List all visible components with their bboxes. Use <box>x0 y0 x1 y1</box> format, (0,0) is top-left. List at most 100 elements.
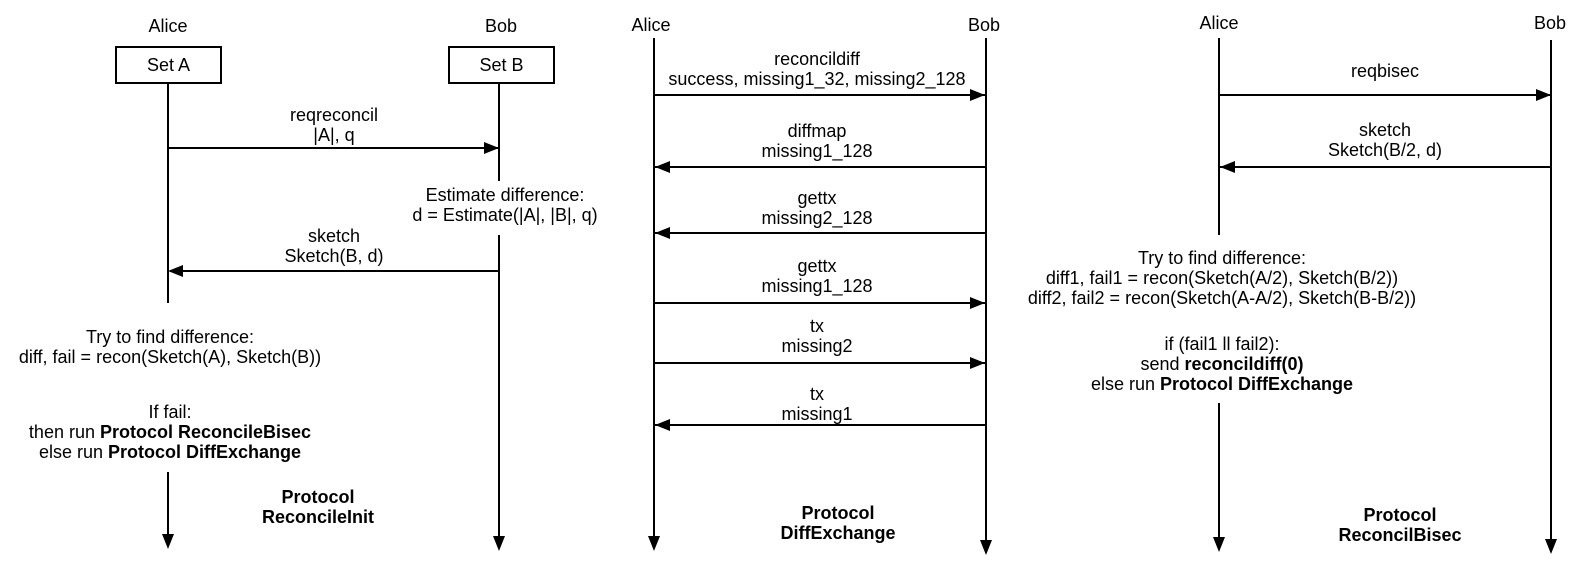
p1-bob-set-box-label: Set B <box>479 54 524 75</box>
p2-msg2-arrowhead-left-icon <box>655 161 670 173</box>
p1-fail-note-line3: else run Protocol DiffExchange <box>29 442 311 462</box>
p3-msg1-arrowhead-right-icon <box>1536 89 1551 101</box>
p2-bob-lifeline-arrowhead-icon <box>980 540 992 555</box>
p1-protocol-caption: Protocol ReconcileInit <box>262 487 374 527</box>
p3-msg1-label: reqbisec <box>1351 61 1419 81</box>
p2-msg1-label: reconcildiff success, missing1_32, missi… <box>668 49 965 89</box>
p1-msg1-arrow-line <box>168 147 499 149</box>
p2-msg2-label: diffmap missing1_128 <box>761 121 872 161</box>
p3-actor-bob-label: Bob <box>1533 13 1567 33</box>
p3-msg2-arrowhead-left-icon <box>1220 161 1235 173</box>
p1-fail-note-line3-bold: Protocol DiffExchange <box>108 442 302 462</box>
p1-msg1-args: |A|, q <box>313 125 355 145</box>
p2-msg3-args: missing2_128 <box>761 208 873 228</box>
p2-msg6-arrow-line <box>655 424 985 426</box>
p3-bob-lifeline <box>1550 40 1552 539</box>
p1-msg1-arrowhead-right-icon <box>484 142 499 154</box>
p3-fail-note-line3: else run Protocol DiffExchange <box>1091 374 1353 394</box>
p3-fail-note-line2: send reconcildiff(0) <box>1091 354 1353 374</box>
p2-alice-lifeline <box>653 38 655 537</box>
p1-estimate-note-line2: d = Estimate(|A|, |B|, q) <box>412 205 598 225</box>
p2-msg5-arrowhead-right-icon <box>970 357 985 369</box>
p3-protocol-caption-line1: Protocol <box>1363 505 1437 525</box>
p1-alice-lifeline-arrowhead-icon <box>162 534 174 549</box>
p3-fail-note-line3-bold: Protocol DiffExchange <box>1160 374 1354 394</box>
p1-alice-set-box-label: Set A <box>146 54 191 75</box>
p1-msg2-label: sketch Sketch(B, d) <box>284 226 383 266</box>
p1-fail-note-line2-pre: then run <box>28 422 100 442</box>
p2-msg1-args: success, missing1_32, missing2_128 <box>668 69 966 89</box>
p3-protocol-caption: Protocol ReconcilBisec <box>1338 505 1461 545</box>
p2-msg4-label: gettx missing1_128 <box>761 256 872 296</box>
p1-alice-set-box: Set A <box>115 46 222 84</box>
p3-try-note-line3: diff2, fail2 = recon(Sketch(A-A/2), Sket… <box>1027 288 1417 308</box>
p2-actor-alice-label: Alice <box>631 15 671 35</box>
p3-fail-note-line2-pre: send <box>1140 354 1185 374</box>
p2-msg1-arrowhead-right-icon <box>970 89 985 101</box>
p1-alice-lifeline-top <box>167 84 169 303</box>
p2-msg5-arrow-line <box>655 362 985 364</box>
p3-alice-lifeline-bottom <box>1218 403 1220 537</box>
p2-protocol-caption-line2: DiffExchange <box>780 523 896 543</box>
p1-fail-note-line1: If fail: <box>148 402 192 422</box>
p2-msg5-args: missing2 <box>781 336 853 356</box>
p3-msg2-arrow-line <box>1220 166 1551 168</box>
p2-msg2-name: diffmap <box>787 121 847 141</box>
p3-msg2-args: Sketch(B/2, d) <box>1327 140 1443 160</box>
p2-msg4-args: missing1_128 <box>761 276 873 296</box>
p3-fail-note-line2-bold: reconcildiff(0) <box>1184 354 1304 374</box>
p3-fail-note-line1: if (fail1 ll fail2): <box>1164 334 1280 354</box>
p2-msg5-name: tx <box>809 316 824 336</box>
p3-bob-lifeline-arrowhead-icon <box>1545 539 1557 554</box>
p2-msg3-arrowhead-left-icon <box>655 227 670 239</box>
p1-alice-lifeline-bottom <box>167 472 169 535</box>
p1-bob-set-box: Set B <box>448 46 555 84</box>
p1-protocol-caption-line1: Protocol <box>281 487 355 507</box>
p1-bob-lifeline-top <box>498 84 500 181</box>
p1-msg2-arrow-line <box>170 270 499 272</box>
p1-protocol-caption-line2: ReconcileInit <box>261 507 375 527</box>
p1-estimate-note-line1: Estimate difference: <box>425 185 585 205</box>
p2-alice-lifeline-arrowhead-icon <box>648 536 660 551</box>
p2-msg3-arrow-line <box>655 232 985 234</box>
p1-actor-alice-label: Alice <box>148 16 188 36</box>
p1-msg1-name: reqreconcil <box>289 105 379 125</box>
p1-actor-bob-label: Bob <box>484 16 518 36</box>
p1-msg2-name: sketch <box>307 226 361 246</box>
p1-try-note-line2: diff, fail = recon(Sketch(A), Sketch(B)) <box>18 347 322 367</box>
p2-msg2-arrow-line <box>655 166 985 168</box>
p3-msg1-arrow-line <box>1220 94 1551 96</box>
p3-protocol-caption-line2: ReconcilBisec <box>1338 525 1462 545</box>
p2-msg6-name: tx <box>809 384 824 404</box>
p3-fail-note-line3-pre: else run <box>1090 374 1161 394</box>
p2-msg6-label: tx missing1 <box>781 384 852 424</box>
p2-msg1-arrow-line <box>655 94 985 96</box>
p3-try-note-line2: diff1, fail1 = recon(Sketch(A/2), Sketch… <box>1045 268 1399 288</box>
p3-msg2-label: sketch Sketch(B/2, d) <box>1328 120 1442 160</box>
p1-try-note-line1: Try to find difference: <box>85 327 255 347</box>
p3-alice-lifeline-arrowhead-icon <box>1213 537 1225 552</box>
p2-msg5-label: tx missing2 <box>781 316 852 356</box>
p3-try-note: Try to find difference: diff1, fail1 = r… <box>1028 248 1416 308</box>
p1-bob-lifeline-bottom <box>498 235 500 537</box>
p1-fail-note-line2-bold: Protocol ReconcileBisec <box>99 422 312 442</box>
p2-msg4-name: gettx <box>797 256 837 276</box>
p3-msg1-name: reqbisec <box>1350 61 1420 81</box>
p3-try-note-line1: Try to find difference: <box>1137 248 1307 268</box>
p2-bob-lifeline <box>985 38 987 540</box>
p1-msg2-args: Sketch(B, d) <box>284 246 384 266</box>
p3-msg2-name: sketch <box>1358 120 1412 140</box>
p2-msg3-name: gettx <box>797 188 837 208</box>
p1-estimate-note: Estimate difference: d = Estimate(|A|, |… <box>412 185 597 225</box>
p2-msg6-arrowhead-left-icon <box>655 419 670 431</box>
p2-msg4-arrowhead-right-icon <box>970 297 985 309</box>
p1-fail-note: If fail: then run Protocol ReconcileBise… <box>29 402 311 462</box>
p1-fail-note-line3-pre: else run <box>38 442 109 462</box>
p2-protocol-caption: Protocol DiffExchange <box>780 503 895 543</box>
p2-msg6-args: missing1 <box>781 404 853 424</box>
p2-protocol-caption-line1: Protocol <box>801 503 875 523</box>
p1-msg1-label: reqreconcil |A|, q <box>290 105 378 145</box>
p2-msg3-label: gettx missing2_128 <box>761 188 872 228</box>
p1-try-note: Try to find difference: diff, fail = rec… <box>19 327 321 367</box>
p3-fail-note: if (fail1 ll fail2): send reconcildiff(0… <box>1091 334 1353 394</box>
